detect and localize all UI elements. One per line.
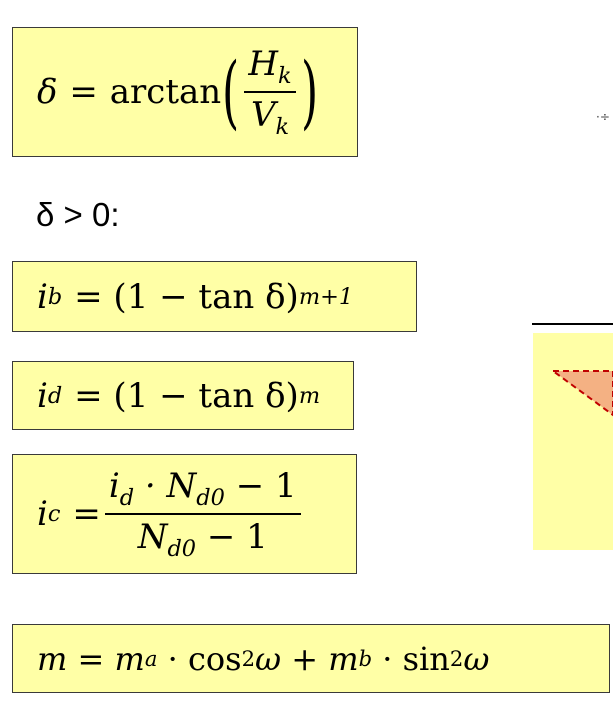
id-rhs: = (1 − tan δ) [74,375,299,416]
ic-fraction: id · Nd0 − 1 Nd0 − 1 [104,466,301,562]
delta-formula-box: δ = arctan ( Hk Vk ) [12,27,358,157]
ic-den-tail: − 1 [196,517,268,557]
ic-num-sub2: d0 [196,485,225,511]
v-sub: k [275,113,290,140]
m-omega2: ω [463,639,490,678]
equals-sign: = [69,72,98,112]
ic-num-i: i [108,466,120,507]
ic-den-sub: d0 [167,535,197,562]
ic-sub: c [47,501,61,527]
id-sub: d [47,382,63,409]
ic-var: i [37,494,48,534]
h-var: H [248,44,279,85]
side-divider-line [532,323,613,325]
ic-equals: = [72,494,101,534]
m-b: m [328,639,359,678]
ic-num-sub: d [119,485,135,511]
ib-sub: b [47,283,63,310]
ib-rhs: = (1 − tan δ) [74,276,299,317]
m-cos-exp: 2 [241,646,255,671]
v-var: V [250,95,276,135]
ic-num-n: · N [134,466,197,507]
arctan-function: arctan [109,72,222,112]
ib-var: i [37,276,48,317]
m-equals: = [67,639,115,678]
delta-symbol: δ [37,72,58,112]
h-sub: k [278,63,292,89]
small-mark: ·÷ [596,110,610,124]
m-a: m [114,639,145,678]
triangle-diagram [549,370,613,417]
side-diagram-box [533,333,613,550]
m-lhs: m [37,639,68,678]
m-a-sub: a [144,646,158,671]
hk-vk-fraction: Hk Vk [244,44,296,140]
ic-num-tail: − 1 [224,466,297,507]
m-sin-exp: 2 [449,646,464,671]
id-exp: m [298,382,321,409]
m-plus: + [281,639,329,678]
triangle-shape [549,370,613,417]
ic-den-n: N [137,517,168,557]
condition-label: δ > 0: [36,196,120,233]
m-cos: · cos [157,639,242,678]
m-sin: · sin [372,639,450,678]
ib-exp: m+1 [298,283,354,310]
id-var: i [37,375,48,416]
right-paren: ) [300,45,318,138]
m-omega1: ω [255,639,282,678]
left-paren: ( [222,45,240,138]
m-b-sub: b [358,646,373,671]
